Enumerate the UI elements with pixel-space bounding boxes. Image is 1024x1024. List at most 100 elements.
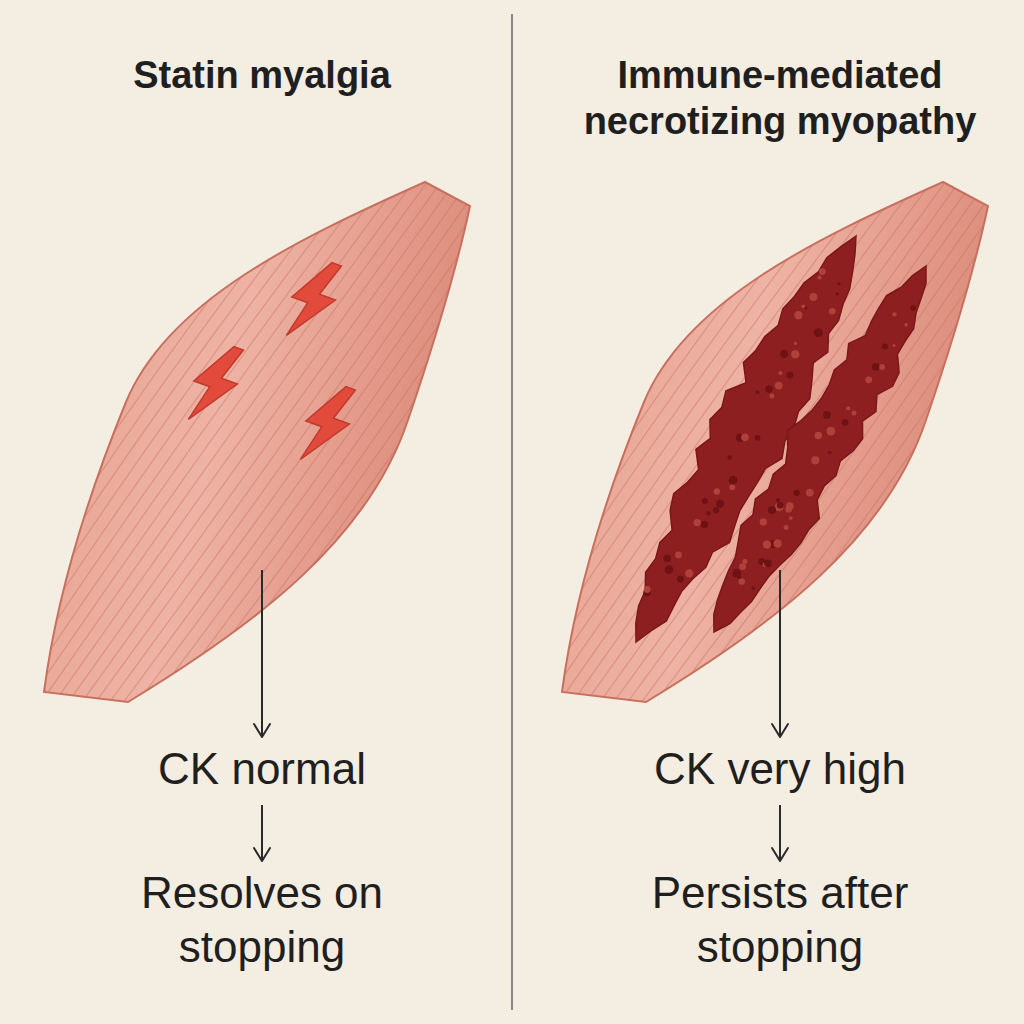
column-divider xyxy=(511,14,513,1010)
fiber-line xyxy=(85,183,481,736)
fiber-line xyxy=(594,176,990,729)
necrosis-texture xyxy=(727,455,732,460)
necrosis-texture xyxy=(741,434,749,442)
fiber-line xyxy=(558,151,954,704)
necrosis-texture xyxy=(917,464,925,472)
arrow-head xyxy=(254,724,270,737)
necrosis-texture xyxy=(925,455,928,458)
fiber-line xyxy=(14,132,410,685)
necrosis-texture xyxy=(775,502,784,511)
fiber-line xyxy=(157,234,553,787)
necrosis-texture xyxy=(677,576,684,583)
necrosis-patches xyxy=(636,236,966,642)
fiber-line xyxy=(630,202,1024,755)
necrosis-texture xyxy=(773,539,782,548)
necrosis-texture xyxy=(789,516,793,520)
necrosis-texture xyxy=(755,435,761,441)
healthy-muscle xyxy=(0,80,580,806)
lab-result: CK very high xyxy=(600,742,960,800)
necrosis-texture xyxy=(882,344,888,350)
arrow-shaft xyxy=(779,570,781,737)
necrosis-texture xyxy=(910,499,915,504)
muscle-fibers xyxy=(460,80,1024,806)
fiber-line xyxy=(94,189,490,742)
fiber-line xyxy=(603,183,999,736)
necrosis-patch xyxy=(714,266,926,632)
necrosis-texture xyxy=(784,525,789,530)
necrosis-texture xyxy=(932,438,938,444)
pain-bolt xyxy=(279,254,347,347)
necrosis-texture xyxy=(829,308,836,315)
necrosis-texture xyxy=(904,323,908,327)
necrosis-texture xyxy=(937,429,944,436)
fiber-line xyxy=(49,157,445,710)
necrosis-texture xyxy=(923,481,927,485)
fiber-line xyxy=(540,138,936,691)
fiber-line xyxy=(67,170,463,723)
necrosis-texture xyxy=(846,406,850,410)
necrosis-texture xyxy=(924,474,929,479)
necrosis-texture xyxy=(665,565,674,574)
necrosis-texture xyxy=(946,407,950,411)
result-text: CK very high xyxy=(600,742,960,796)
necrosis-texture xyxy=(791,350,799,358)
necrosis-texture xyxy=(837,282,840,285)
necrosis-texture xyxy=(938,429,946,437)
fiber-line xyxy=(58,164,454,717)
fiber-line xyxy=(166,241,562,794)
necrosis-texture xyxy=(924,452,931,459)
necrosis-texture xyxy=(760,518,767,525)
necrosis-texture xyxy=(776,498,780,502)
fiber-line xyxy=(549,144,945,697)
necrosis-texture xyxy=(927,447,933,453)
necrosis-texture xyxy=(768,506,776,514)
necrosis-texture xyxy=(764,560,772,568)
necrosis-texture xyxy=(756,390,760,394)
necrosis-texture xyxy=(941,425,945,429)
necrosis-texture xyxy=(945,410,952,417)
necrosis-texture xyxy=(935,435,939,439)
fiber-line xyxy=(621,196,1017,749)
necrosis-texture xyxy=(937,431,940,434)
necrosis-texture xyxy=(892,344,895,347)
fiber-line xyxy=(40,151,436,704)
fiber-line xyxy=(31,144,427,697)
fiber-line xyxy=(103,196,499,749)
panel-heading: Statin myalgia xyxy=(40,40,484,98)
outcome-text: Persists after stopping xyxy=(620,866,940,974)
necrosis-texture xyxy=(879,364,885,370)
necrosis-texture xyxy=(823,411,831,419)
necrosis-texture xyxy=(742,559,747,564)
fiber-line xyxy=(666,228,1024,781)
flow-arrow xyxy=(254,805,270,861)
muscle-outline xyxy=(44,182,470,702)
necrosis-texture xyxy=(872,363,880,371)
necrosis-texture xyxy=(763,540,771,548)
muscle-panel: Statin myalgia xyxy=(40,40,484,570)
necrosis-texture xyxy=(765,385,772,392)
necrosis-texture xyxy=(865,376,872,383)
fiber-line xyxy=(174,247,570,800)
arrow-shaft xyxy=(261,570,263,737)
necrosis-texture xyxy=(909,504,916,511)
necrosis-texture xyxy=(911,490,920,499)
fiber-line xyxy=(121,208,517,761)
necrosis-texture xyxy=(732,569,741,578)
result-text: CK normal xyxy=(82,742,442,796)
necrosis-texture xyxy=(954,378,960,384)
flow-arrow xyxy=(772,805,788,861)
necrosis-texture xyxy=(926,464,933,471)
necrosis-texture xyxy=(950,392,959,401)
outcome: Resolves on stopping xyxy=(102,866,422,978)
necrosis-texture xyxy=(714,488,720,494)
necrosis-texture xyxy=(769,394,774,399)
necrosis-texture xyxy=(910,485,917,492)
fiber-line xyxy=(183,253,579,806)
necrosis-texture xyxy=(713,507,720,514)
fiber-line xyxy=(487,100,883,653)
necrosis-texture xyxy=(814,328,823,337)
fiber-line xyxy=(22,138,418,691)
fiber-line xyxy=(130,215,526,768)
necrosis-texture xyxy=(685,569,693,577)
necrosis-texture xyxy=(644,586,651,593)
